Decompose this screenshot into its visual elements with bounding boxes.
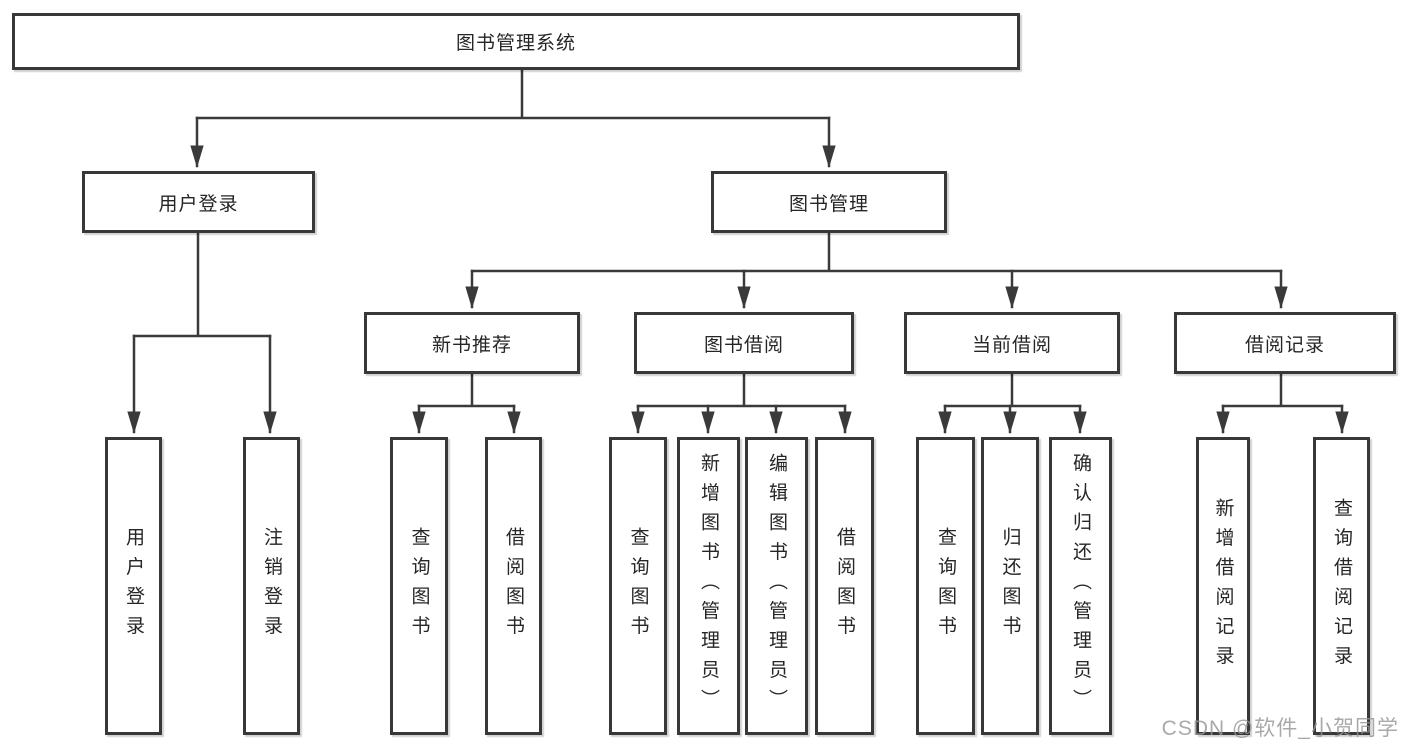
leaf-current-query-books: 查询图书	[916, 437, 975, 735]
leaf-records-query-record: 查询借阅记录	[1313, 437, 1370, 735]
leaf-borrowing-borrow-books: 借阅图书	[815, 437, 874, 735]
leaf-records-add-record-label: 新增借阅记录	[1212, 497, 1234, 675]
leaf-current-confirm-return-admin-label: 确认归还（管理员）	[1070, 453, 1091, 719]
node-library-management-system: 图书管理系统	[12, 13, 1020, 70]
leaf-borrowing-add-books-admin: 新增图书（管理员）	[677, 437, 740, 735]
leaf-borrowing-query-books-label: 查询图书	[627, 527, 649, 645]
wire-borrow-to-leaves	[636, 372, 847, 408]
leaf-borrowing-borrow-books-label: 借阅图书	[834, 527, 855, 645]
leaf-borrowing-edit-books-admin: 编辑图书（管理员）	[745, 437, 808, 735]
leaf-records-add-record: 新增借阅记录	[1196, 437, 1250, 735]
node-book-management: 图书管理	[711, 171, 947, 233]
leaf-current-query-books-label: 查询图书	[935, 527, 956, 645]
csdn-watermark: CSDN @软件_小贺同学	[1161, 717, 1399, 740]
wire-userlogin-to-leaves	[132, 231, 272, 338]
node-user-login: 用户登录	[82, 171, 315, 233]
wire-newbook-to-leaves	[417, 372, 516, 408]
leaf-borrowing-edit-books-admin-label: 编辑图书（管理员）	[766, 453, 787, 719]
wire-root-to-level2	[195, 68, 831, 120]
node-book-borrowing: 图书借阅	[634, 312, 854, 374]
node-current-borrowing: 当前借阅	[904, 312, 1120, 374]
wire-records-to-leaves	[1221, 372, 1344, 408]
leaf-borrowing-query-books: 查询图书	[609, 437, 667, 735]
node-new-book-recommendation: 新书推荐	[364, 312, 580, 374]
leaf-logout-label: 注销登录	[261, 527, 282, 645]
leaf-recommend-borrow-books-label: 借阅图书	[503, 527, 524, 645]
node-borrowing-records: 借阅记录	[1174, 312, 1396, 374]
leaf-borrowing-add-books-admin-label: 新增图书（管理员）	[698, 453, 719, 719]
leaf-current-return-books-label: 归还图书	[999, 527, 1021, 645]
leaf-logout: 注销登录	[243, 437, 300, 735]
leaf-records-query-record-label: 查询借阅记录	[1331, 497, 1352, 675]
leaf-user-login: 用户登录	[105, 437, 162, 735]
leaf-current-return-books: 归还图书	[981, 437, 1039, 735]
leaf-current-confirm-return-admin: 确认归还（管理员）	[1049, 437, 1112, 735]
leaf-user-login-label: 用户登录	[123, 527, 144, 645]
leaf-recommend-borrow-books: 借阅图书	[485, 437, 542, 735]
wire-bookmgmt-to-level3	[470, 231, 1283, 273]
wire-current-to-leaves	[943, 372, 1082, 408]
leaf-recommend-query-books: 查询图书	[390, 437, 448, 735]
leaf-recommend-query-books-label: 查询图书	[408, 527, 430, 645]
